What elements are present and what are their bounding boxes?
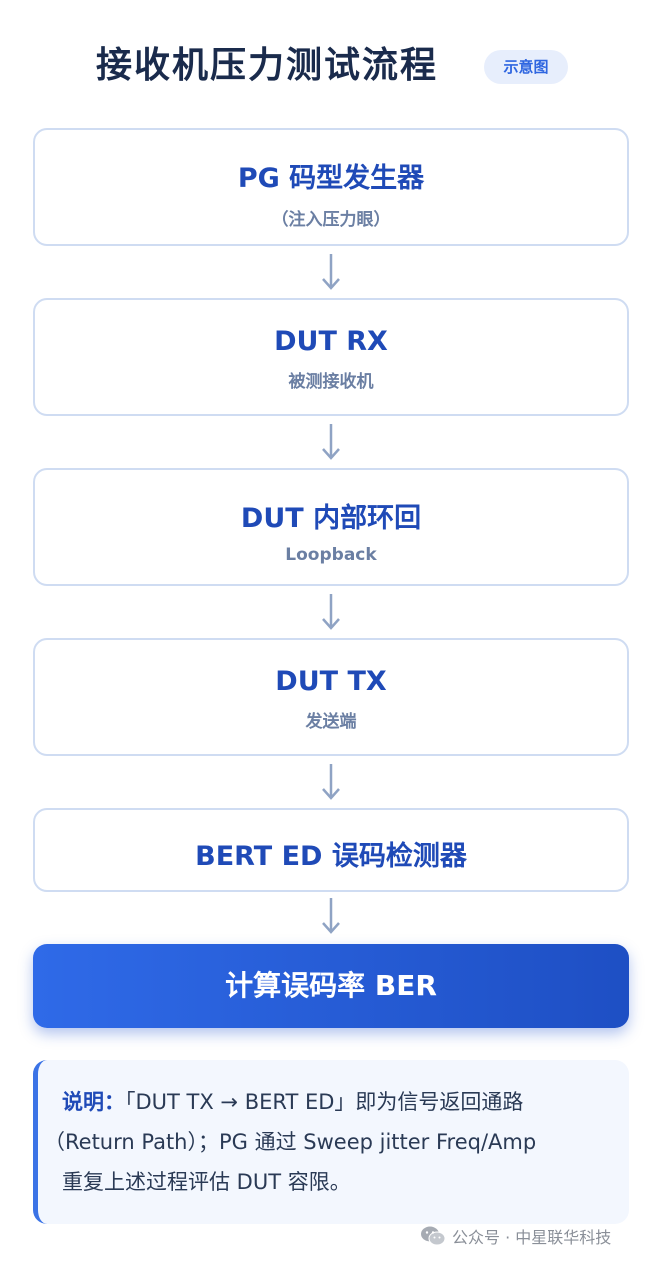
header: 接收机压力测试流程 示意图 — [0, 40, 658, 96]
note-text-1: 「DUT TX → BERT ED」即为信号返回通路 — [125, 1090, 524, 1114]
page-title: 接收机压力测试流程 — [96, 45, 439, 86]
step-card-dut-tx: DUT TX 发送端 — [33, 638, 629, 756]
final-step-ber: 计算误码率 BER — [33, 944, 629, 1028]
wechat-icon — [421, 1226, 446, 1246]
step-title: PG 码型发生器 — [237, 163, 425, 194]
note-line-1: 说明：「DUT TX → BERT ED」即为信号返回通路 — [62, 1082, 611, 1122]
step-title: DUT TX — [275, 666, 387, 697]
arrow-down-icon — [322, 254, 340, 290]
step-title: BERT ED 误码检测器 — [195, 841, 467, 872]
note-label: 说明： — [62, 1090, 125, 1114]
arrow-down-icon — [322, 898, 340, 934]
step-card-dut-rx: DUT RX 被测接收机 — [33, 298, 629, 416]
step-title: DUT RX — [274, 326, 388, 357]
step-card-bert-ed: BERT ED 误码检测器 — [33, 808, 629, 892]
step-title: DUT 内部环回 — [240, 503, 422, 534]
arrow-down-icon — [322, 424, 340, 460]
step-card-loopback: DUT 内部环回 Loopback — [33, 468, 629, 586]
note-line-3: 重复上述过程评估 DUT 容限。 — [62, 1170, 351, 1194]
footer: 公众号 · 中星联华科技 — [420, 1222, 611, 1250]
step-subtitle: 发送端 — [305, 712, 357, 732]
step-subtitle: （注入压力眼） — [271, 210, 391, 230]
diagram-badge: 示意图 — [484, 50, 568, 84]
step-subtitle: Loopback — [285, 545, 377, 565]
note-line-2: （Return Path）；PG 通过 Sweep jitter Freq/Am… — [44, 1130, 537, 1154]
step-card-pg: PG 码型发生器 （注入压力眼） — [33, 128, 629, 246]
arrow-down-icon — [322, 594, 340, 630]
note-box: 说明：「DUT TX → BERT ED」即为信号返回通路 （Return Pa… — [33, 1060, 629, 1224]
step-subtitle: 被测接收机 — [288, 372, 374, 392]
arrow-down-icon — [322, 764, 340, 800]
footer-text: 公众号 · 中星联华科技 — [452, 1228, 612, 1247]
